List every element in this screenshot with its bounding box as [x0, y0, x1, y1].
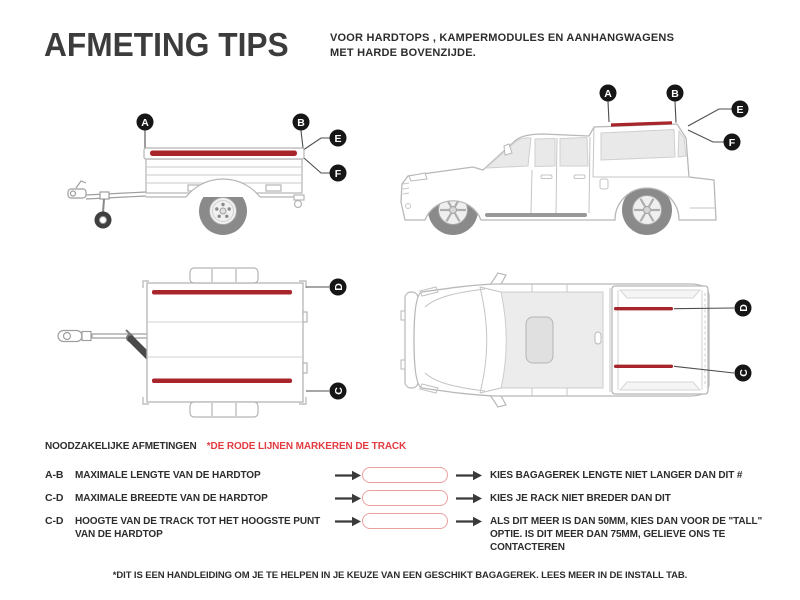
page-title: AFMETING TIPS [44, 26, 289, 63]
svg-text:B: B [297, 117, 305, 129]
svg-text:F: F [729, 137, 736, 149]
svg-text:D: D [333, 283, 345, 291]
arrow-right-icon [456, 516, 482, 527]
track-line [152, 378, 292, 383]
svg-text:D: D [738, 304, 750, 312]
marker-c: C [734, 364, 752, 382]
track-line [150, 150, 297, 156]
arrow-right-icon [456, 493, 482, 504]
legend: NOODZAKELIJKE AFMETINGEN *DE RODE LIJNEN… [45, 441, 406, 452]
leader-lines [144, 130, 330, 174]
marker-e: E [329, 129, 347, 147]
track-line [614, 364, 673, 368]
leader-lines [607, 101, 732, 143]
truck-top-view-diagram: D C [400, 272, 752, 408]
jockey-wheel [94, 211, 112, 229]
svg-text:E: E [334, 133, 341, 145]
measurement-table: A-B MAXIMALE LENGTE VAN DE HARDTOP KIES … [45, 467, 793, 554]
svg-text:C: C [738, 369, 750, 377]
marker-e: E [731, 100, 749, 118]
row-description: MAXIMALE LENGTE VAN DE HARDTOP [75, 470, 261, 481]
canopy-top [611, 285, 709, 395]
legend-heading: NOODZAKELIJKE AFMETINGEN [45, 441, 197, 452]
page-subtitle: VOOR HARDTOPS , KAMPERMODULES EN AANHANG… [330, 31, 674, 61]
legend-track-note: *DE RODE LIJNEN MARKEREN DE TRACK [206, 441, 407, 452]
subtitle-line-2: MET HARDE BOVENZIJDE. [330, 47, 476, 59]
marker-d: D [734, 299, 752, 317]
door-seams [531, 284, 611, 396]
arrow-right-icon [335, 470, 361, 481]
trailer-drawbar-top [57, 329, 147, 343]
svg-text:A: A [141, 117, 149, 129]
arrow-right-icon [456, 470, 482, 481]
row-result: KIES JE RACK NIET BREDER DAN DIT [490, 493, 671, 504]
running-board [485, 213, 587, 217]
trailer-drawbar [67, 180, 147, 214]
row-key: A-B [45, 469, 64, 481]
svg-text:A: A [604, 88, 612, 100]
svg-text:E: E [736, 104, 743, 116]
marker-c: C [329, 382, 347, 400]
truck-wheel-rear [622, 185, 672, 235]
measurement-row-length: A-B MAXIMALE LENGTE VAN DE HARDTOP KIES … [45, 467, 793, 483]
trailer-fenders-top [189, 267, 308, 418]
leader-lines [306, 286, 329, 392]
row-result: KIES BAGAGEREK LENGTE NIET LANGER DAN DI… [490, 470, 743, 481]
track-line [614, 307, 673, 311]
footer-note: *DIT IS EEN HANDLEIDING OM JE TE HELPEN … [112, 570, 688, 581]
marker-f: F [723, 133, 741, 151]
measurement-field [362, 513, 448, 529]
canopy-frame-lines [617, 290, 706, 390]
track-line [152, 290, 292, 295]
canopy-windows-top [618, 289, 702, 391]
svg-text:F: F [335, 168, 342, 180]
tow-hooks [400, 310, 406, 370]
marker-d: D [329, 278, 347, 296]
marker-b: B [292, 113, 310, 131]
measurement-row-width: C-D MAXIMALE BREEDTE VAN DE HARDTOP KIES… [45, 490, 793, 506]
trailer-box-top [146, 282, 304, 403]
row-description: HOOGTE VAN DE TRACK TOT HET HOOGSTE PUNT… [75, 516, 321, 540]
svg-text:C: C [333, 387, 345, 395]
bed-handle [594, 331, 602, 345]
arrow-right-icon [335, 493, 361, 504]
track-line [611, 121, 672, 127]
trailer-top-view-diagram: D C [57, 267, 347, 418]
leader-lines [673, 307, 735, 374]
row-description: MAXIMALE BREEDTE VAN DE HARDTOP [75, 493, 268, 504]
svg-text:B: B [671, 88, 679, 100]
sunroof [525, 316, 554, 364]
marker-a: A [136, 113, 154, 131]
marker-a: A [599, 84, 617, 102]
trailer-fender [185, 178, 261, 198]
trailer-side-view-diagram: A B E F [67, 113, 347, 235]
row-key: C-D [45, 515, 64, 527]
box-inner-lines [148, 321, 302, 358]
marker-b: B [666, 84, 684, 102]
arrow-right-icon [335, 516, 361, 527]
corner-brackets [142, 280, 307, 405]
trailer-wheel [199, 187, 247, 235]
subtitle-line-1: VOOR HARDTOPS , KAMPERMODULES EN AANHANG… [330, 32, 675, 44]
truck-details [402, 126, 716, 214]
measurement-row-height: C-D HOOGTE VAN DE TRACK TOT HET HOOGSTE … [45, 513, 793, 554]
row-result: ALS DIT MEER IS DAN 50MM, KIES DAN VOOR … [490, 516, 763, 553]
truck-side-view-diagram: A B E F [400, 84, 749, 235]
measurement-field [362, 490, 448, 506]
measurement-field [362, 467, 448, 483]
marker-f: F [329, 164, 347, 182]
row-key: C-D [45, 492, 64, 504]
hood-lines [419, 286, 502, 394]
